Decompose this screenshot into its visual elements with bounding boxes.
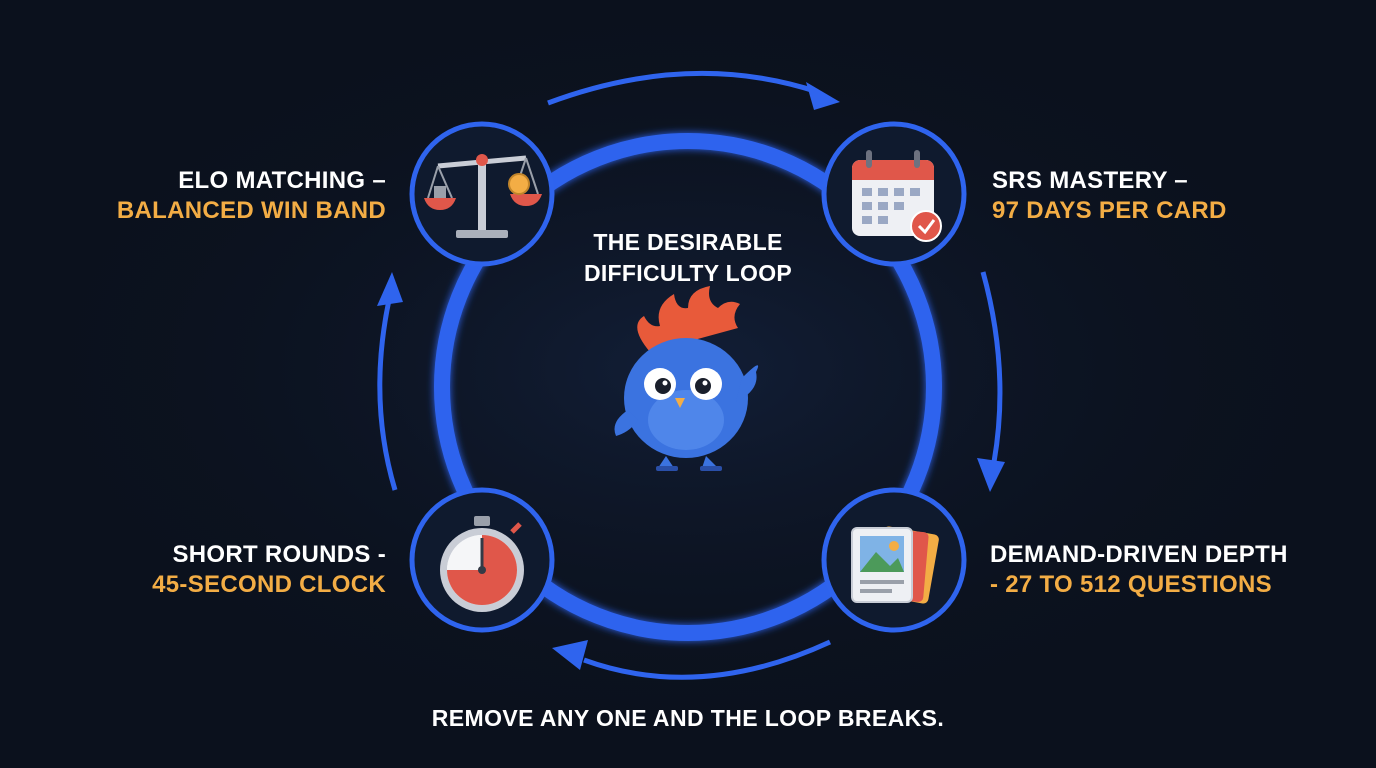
stopwatch-icon [440,516,524,612]
title-line-1: THE DESIRABLE [593,229,783,255]
loop-ring [434,133,942,641]
label-depth-title: DEMAND-DRIVEN DEPTH [990,541,1288,568]
label-srs: SRS MASTERY – 97 DAYS PER CARD [992,166,1332,226]
top-arc-arrow [547,71,840,110]
title-line-2: DIFFICULTY LOOP [583,260,793,286]
footer-caption: REMOVE ANY ONE AND THE LOOP BREAKS. [431,705,945,731]
node-srs [821,121,967,267]
balance-scale-icon [424,154,542,238]
bottom-arc-arrow [552,639,832,680]
label-elo: ELO MATCHING – BALANCED WIN BAND [60,166,386,226]
label-rounds: SHORT ROUNDS - 45-SECOND CLOCK [60,540,386,600]
label-depth: DEMAND-DRIVEN DEPTH - 27 TO 512 QUESTION… [990,540,1350,600]
photo-cards-icon [851,526,939,604]
diagram-title: THE DESIRABLE DIFFICULTY LOOP [538,227,838,289]
label-srs-subtitle: 97 DAYS PER CARD [992,197,1227,224]
label-srs-title: SRS MASTERY – [992,167,1188,194]
node-depth [821,487,967,633]
label-elo-title: ELO MATCHING – [178,167,386,194]
left-arc-arrow [377,272,403,491]
calendar-check-icon [852,150,942,242]
node-rounds [409,487,555,633]
right-arc-arrow [977,271,1005,492]
label-rounds-title: SHORT ROUNDS - [172,541,386,568]
blue-bird-mascot [614,286,759,471]
node-elo [409,121,555,267]
label-depth-subtitle: - 27 TO 512 QUESTIONS [990,571,1272,598]
label-rounds-subtitle: 45-SECOND CLOCK [152,571,386,598]
label-elo-subtitle: BALANCED WIN BAND [116,197,386,224]
